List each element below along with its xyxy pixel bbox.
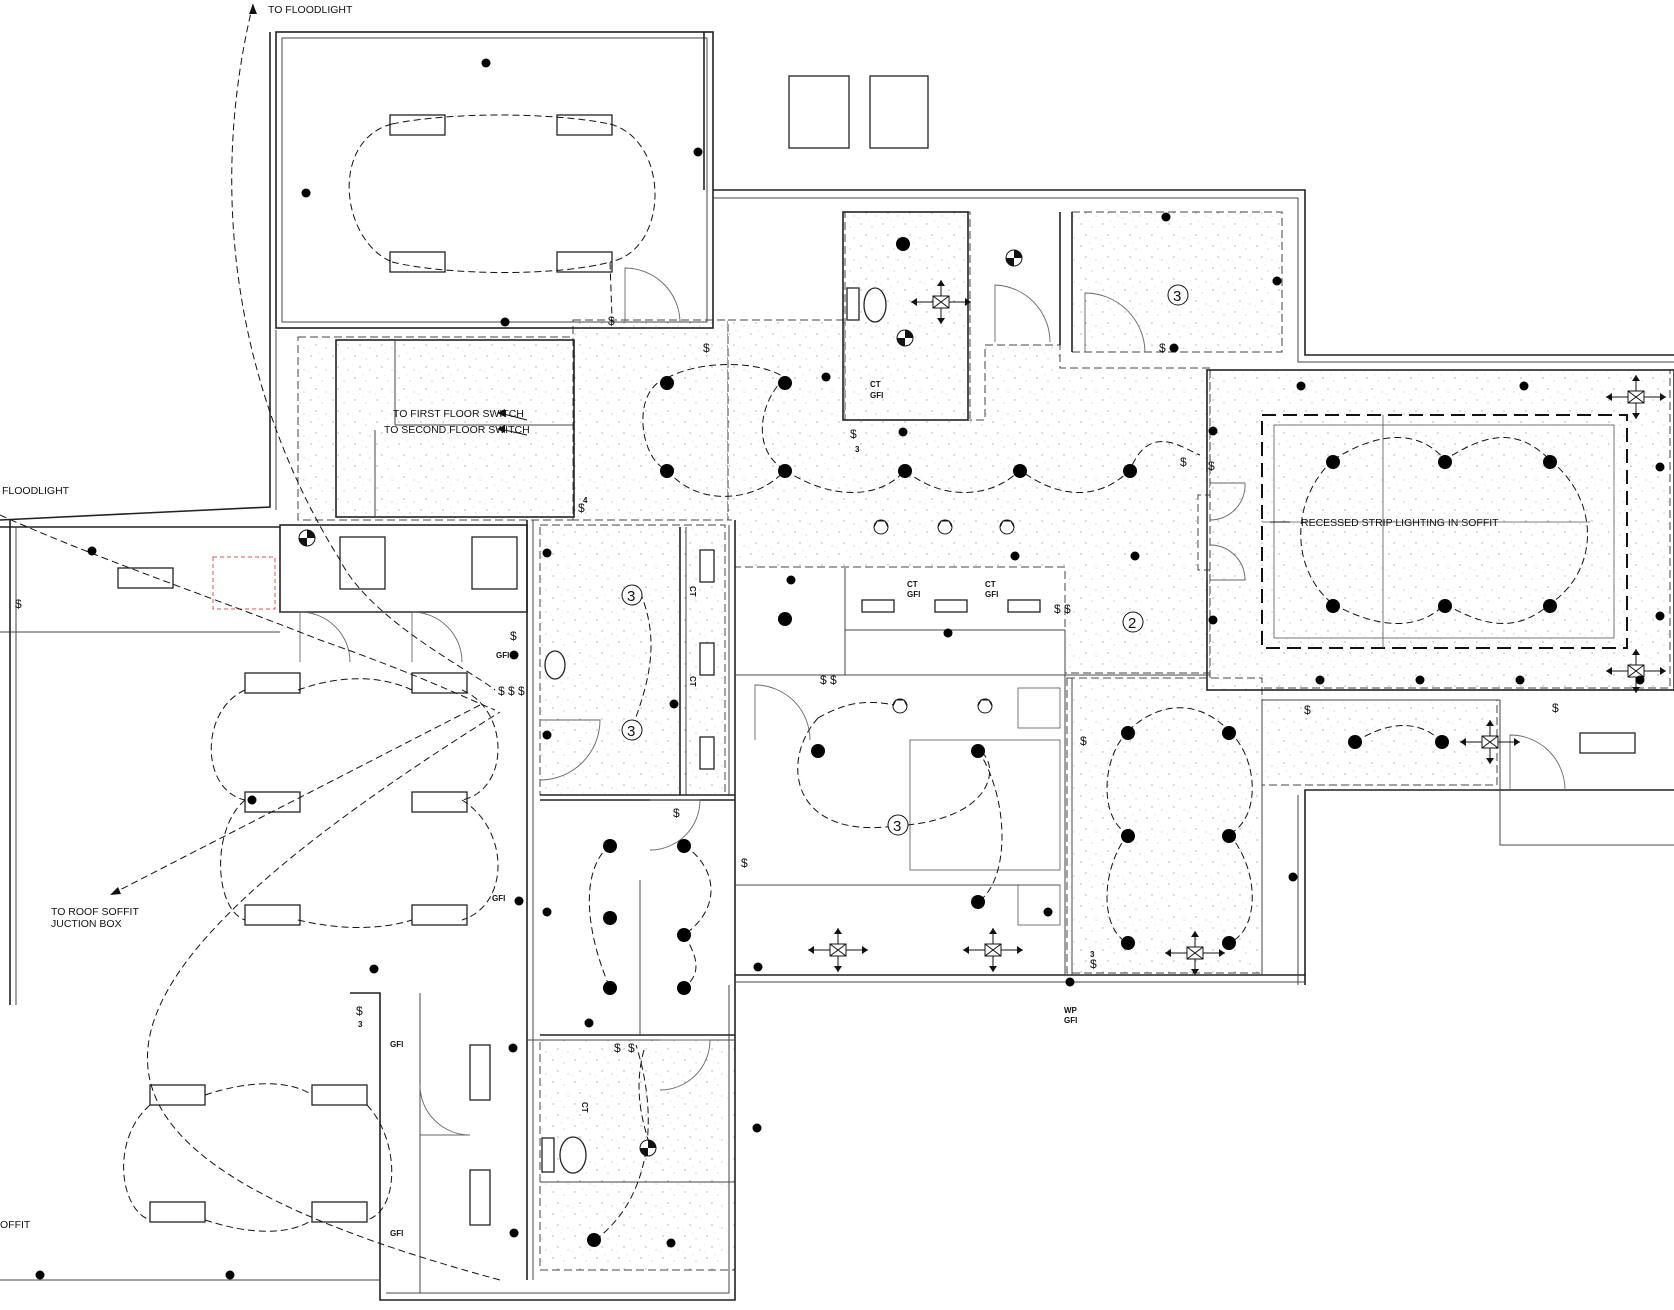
device-tags: CT GFI CT GFI CT GFI GFI GFI GFI GFI WP …	[390, 380, 1078, 1238]
label-first-floor-switch: TO FIRST FLOOR SWITCH	[393, 408, 524, 420]
three-way-tag: 3	[358, 1020, 363, 1029]
switch-mark: $	[578, 501, 585, 515]
circuit-number: 3	[627, 588, 635, 605]
switch-mark: $	[1159, 341, 1166, 355]
switch-mark: $	[1552, 701, 1559, 715]
svg-text:GFI: GFI	[492, 894, 505, 903]
svg-text:CT: CT	[580, 1102, 589, 1113]
svg-text:CT: CT	[985, 580, 996, 589]
circuit-runs	[0, 3, 1588, 1281]
switch-mark: $	[498, 684, 505, 698]
circuit-number: 3	[1173, 288, 1181, 305]
pendant-fixtures	[873, 519, 1015, 714]
switch-mark: $	[1180, 455, 1187, 469]
svg-text:CT: CT	[870, 380, 881, 389]
switch-mark: $	[741, 856, 748, 870]
switch-mark: $	[673, 806, 680, 820]
svg-text:GFI: GFI	[870, 391, 883, 400]
svg-text:CT: CT	[688, 676, 697, 687]
switch-mark: $	[608, 314, 615, 328]
three-way-tag: 3	[1090, 950, 1095, 959]
svg-text:GFI: GFI	[390, 1040, 403, 1049]
ceiling-hatch-zones	[297, 211, 1671, 1271]
doors	[299, 267, 1566, 1136]
svg-text:CT: CT	[907, 580, 918, 589]
svg-text:CT: CT	[688, 586, 697, 597]
furniture	[117, 75, 1636, 1226]
circuit-number: 3	[893, 818, 901, 835]
leader-arrows	[109, 4, 1290, 896]
switch-mark: $	[820, 673, 827, 687]
label-to-floodlight-top: TO FLOODLIGHT	[268, 4, 353, 16]
svg-text:GFI: GFI	[1064, 1016, 1077, 1025]
walls	[0, 31, 1674, 1301]
switch-mark: $	[850, 427, 857, 441]
switch-mark: $	[1054, 602, 1061, 616]
circuit-number: 3	[627, 723, 635, 740]
circuit-bubbles: 3 3 3 3 2	[621, 284, 1189, 836]
svg-text:GFI: GFI	[985, 590, 998, 599]
switch-mark: $	[1064, 602, 1071, 616]
switch-mark: $	[518, 684, 525, 698]
switch-mark: $	[356, 1004, 363, 1018]
three-way-tag: 3	[855, 445, 860, 454]
switch-mark: $	[830, 673, 837, 687]
switch-mark: $	[1080, 734, 1087, 748]
svg-text:WP: WP	[1064, 1006, 1078, 1015]
label-recessed-strip: RECESSED STRIP LIGHTING IN SOFFIT	[1301, 517, 1499, 529]
label-roof-soffit: TO ROOF SOFFIT	[51, 906, 139, 918]
svg-text:GFI: GFI	[907, 590, 920, 599]
switch-mark: $	[15, 597, 22, 611]
switch-mark: $	[703, 341, 710, 355]
label-floodlight-left: FLOODLIGHT	[2, 485, 70, 497]
switch-mark: $	[510, 629, 517, 643]
switch-mark: $	[1304, 703, 1311, 717]
switch-mark: $	[614, 1041, 621, 1055]
svg-text:GFI: GFI	[496, 651, 509, 660]
soffit-strip-box	[1261, 414, 1628, 649]
switch-mark: $	[1208, 459, 1215, 473]
circuit-number: 2	[1128, 615, 1136, 632]
switch-mark: $	[508, 684, 515, 698]
label-junction-box: JUCTION BOX	[51, 918, 122, 930]
label-second-floor-switch: TO SECOND FLOOR SWITCH	[384, 424, 530, 436]
annotations: TO FLOODLIGHT FLOODLIGHT TO FIRST FLOOR …	[0, 4, 1499, 1231]
four-way-tag: 4	[583, 496, 588, 505]
switch-mark: $	[1090, 957, 1097, 971]
switch-mark: $	[628, 1041, 635, 1055]
switch-marks: $ $ $ $ $ $ $ $ $ $ $ $ $ $ $ $ $ $ $ $ …	[15, 314, 1559, 1055]
svg-text:GFI: GFI	[390, 1229, 403, 1238]
label-soffit-partial: OFFIT	[0, 1219, 31, 1231]
